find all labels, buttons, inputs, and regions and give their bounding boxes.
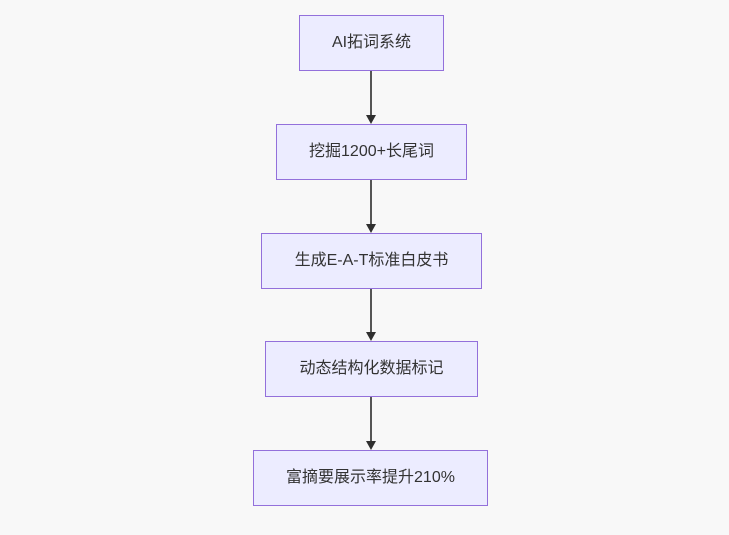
node-label: 生成E-A-T标准白皮书 [294, 252, 449, 270]
flow-node-mine-longtail-keywords: 挖掘1200+长尾词 [276, 124, 467, 180]
arrow-line [370, 71, 372, 115]
node-label: AI拓词系统 [331, 34, 412, 52]
node-label: 富摘要展示率提升210% [286, 469, 455, 487]
flow-arrow-1 [365, 71, 377, 124]
flow-node-generate-eat-whitepaper: 生成E-A-T标准白皮书 [261, 233, 482, 289]
flow-node-rich-snippet-rate-increase: 富摘要展示率提升210% [253, 450, 488, 506]
arrow-head-icon [366, 441, 376, 450]
arrow-line [370, 289, 372, 332]
node-label: 动态结构化数据标记 [299, 360, 444, 378]
flow-arrow-3 [365, 289, 377, 341]
arrow-line [370, 397, 372, 441]
flow-node-dynamic-structured-data-markup: 动态结构化数据标记 [265, 341, 478, 397]
flow-node-ai-keyword-expansion-system: AI拓词系统 [299, 15, 444, 71]
arrow-head-icon [366, 224, 376, 233]
flow-arrow-4 [365, 397, 377, 450]
arrow-head-icon [366, 332, 376, 341]
node-label: 挖掘1200+长尾词 [309, 143, 434, 161]
arrow-line [370, 180, 372, 224]
arrow-head-icon [366, 115, 376, 124]
flow-arrow-2 [365, 180, 377, 233]
